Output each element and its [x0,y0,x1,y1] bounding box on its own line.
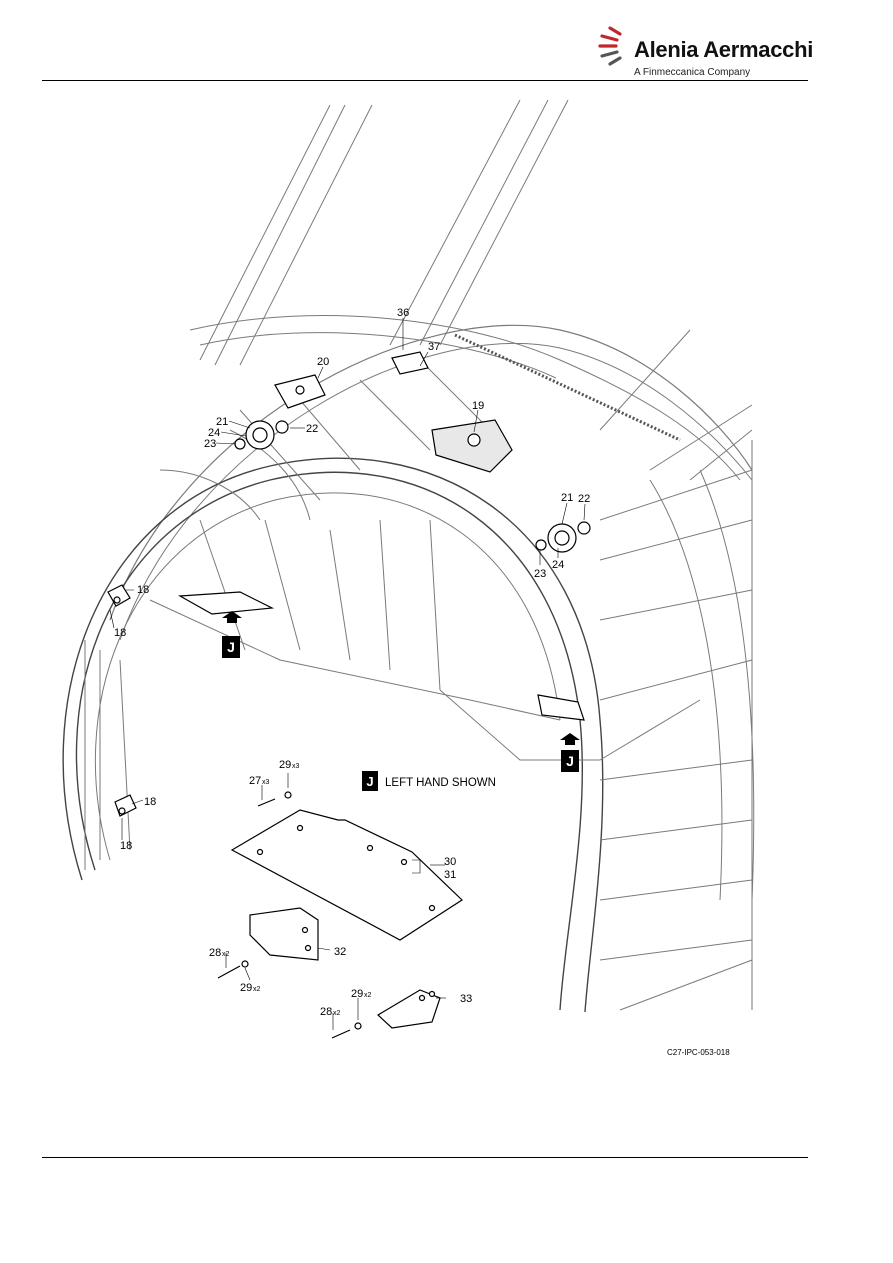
callout-29-top-qty: x3 [292,763,300,770]
brand-name: Alenia Aermacchi [634,37,814,62]
callout-29-top: 29 [279,759,291,771]
figure-id: C27-IPC-053-018 [667,1048,730,1057]
callout-37: 37 [428,341,440,353]
callout-18-c: 18 [144,796,156,808]
footer-rule [42,1157,808,1158]
callout-29-mid-qty: x2 [253,986,261,993]
callout-29-right-qty: x2 [364,992,372,999]
callout-18-a: 18 [137,584,149,596]
header-rule [42,80,808,81]
view-letter-right: J [566,753,574,769]
callout-30: 30 [444,856,456,868]
callout-21-left: 21 [216,416,228,428]
callout-22-right: 22 [578,493,590,505]
callout-23-right: 23 [534,568,546,580]
callout-28-left: 28 [209,947,221,959]
view-arrow-left: J [222,611,242,658]
callout-20: 20 [317,356,329,368]
company-logo-mark [598,26,622,66]
callout-28-right-qty: x2 [333,1010,341,1017]
callout-29-right: 29 [351,988,363,1000]
callout-33: 33 [460,993,472,1005]
callout-19: 19 [472,400,484,412]
view-arrow-right: J [560,733,580,772]
callout-36: 36 [397,307,409,319]
callout-18-d: 18 [120,840,132,852]
callout-27: 27 [249,775,261,787]
callout-32: 32 [334,946,346,958]
callout-22-left: 22 [306,423,318,435]
callout-28-right: 28 [320,1006,332,1018]
callout-29-mid: 29 [240,982,252,994]
callout-24-left: 24 [208,427,220,439]
view-note: LEFT HAND SHOWN [385,777,496,789]
callout-18-b: 18 [114,627,126,639]
brand-subtitle: A Finmeccanica Company [634,67,751,78]
view-legend: J LEFT HAND SHOWN [362,771,496,791]
callout-31: 31 [444,869,456,881]
callout-28-left-qty: x2 [222,951,230,958]
callout-24-right: 24 [552,559,564,571]
callout-21-right: 21 [561,492,573,504]
view-letter-left: J [227,639,235,655]
callout-23-left: 23 [204,438,216,450]
callout-27-qty: x3 [262,779,270,786]
view-letter-legend: J [366,774,373,789]
